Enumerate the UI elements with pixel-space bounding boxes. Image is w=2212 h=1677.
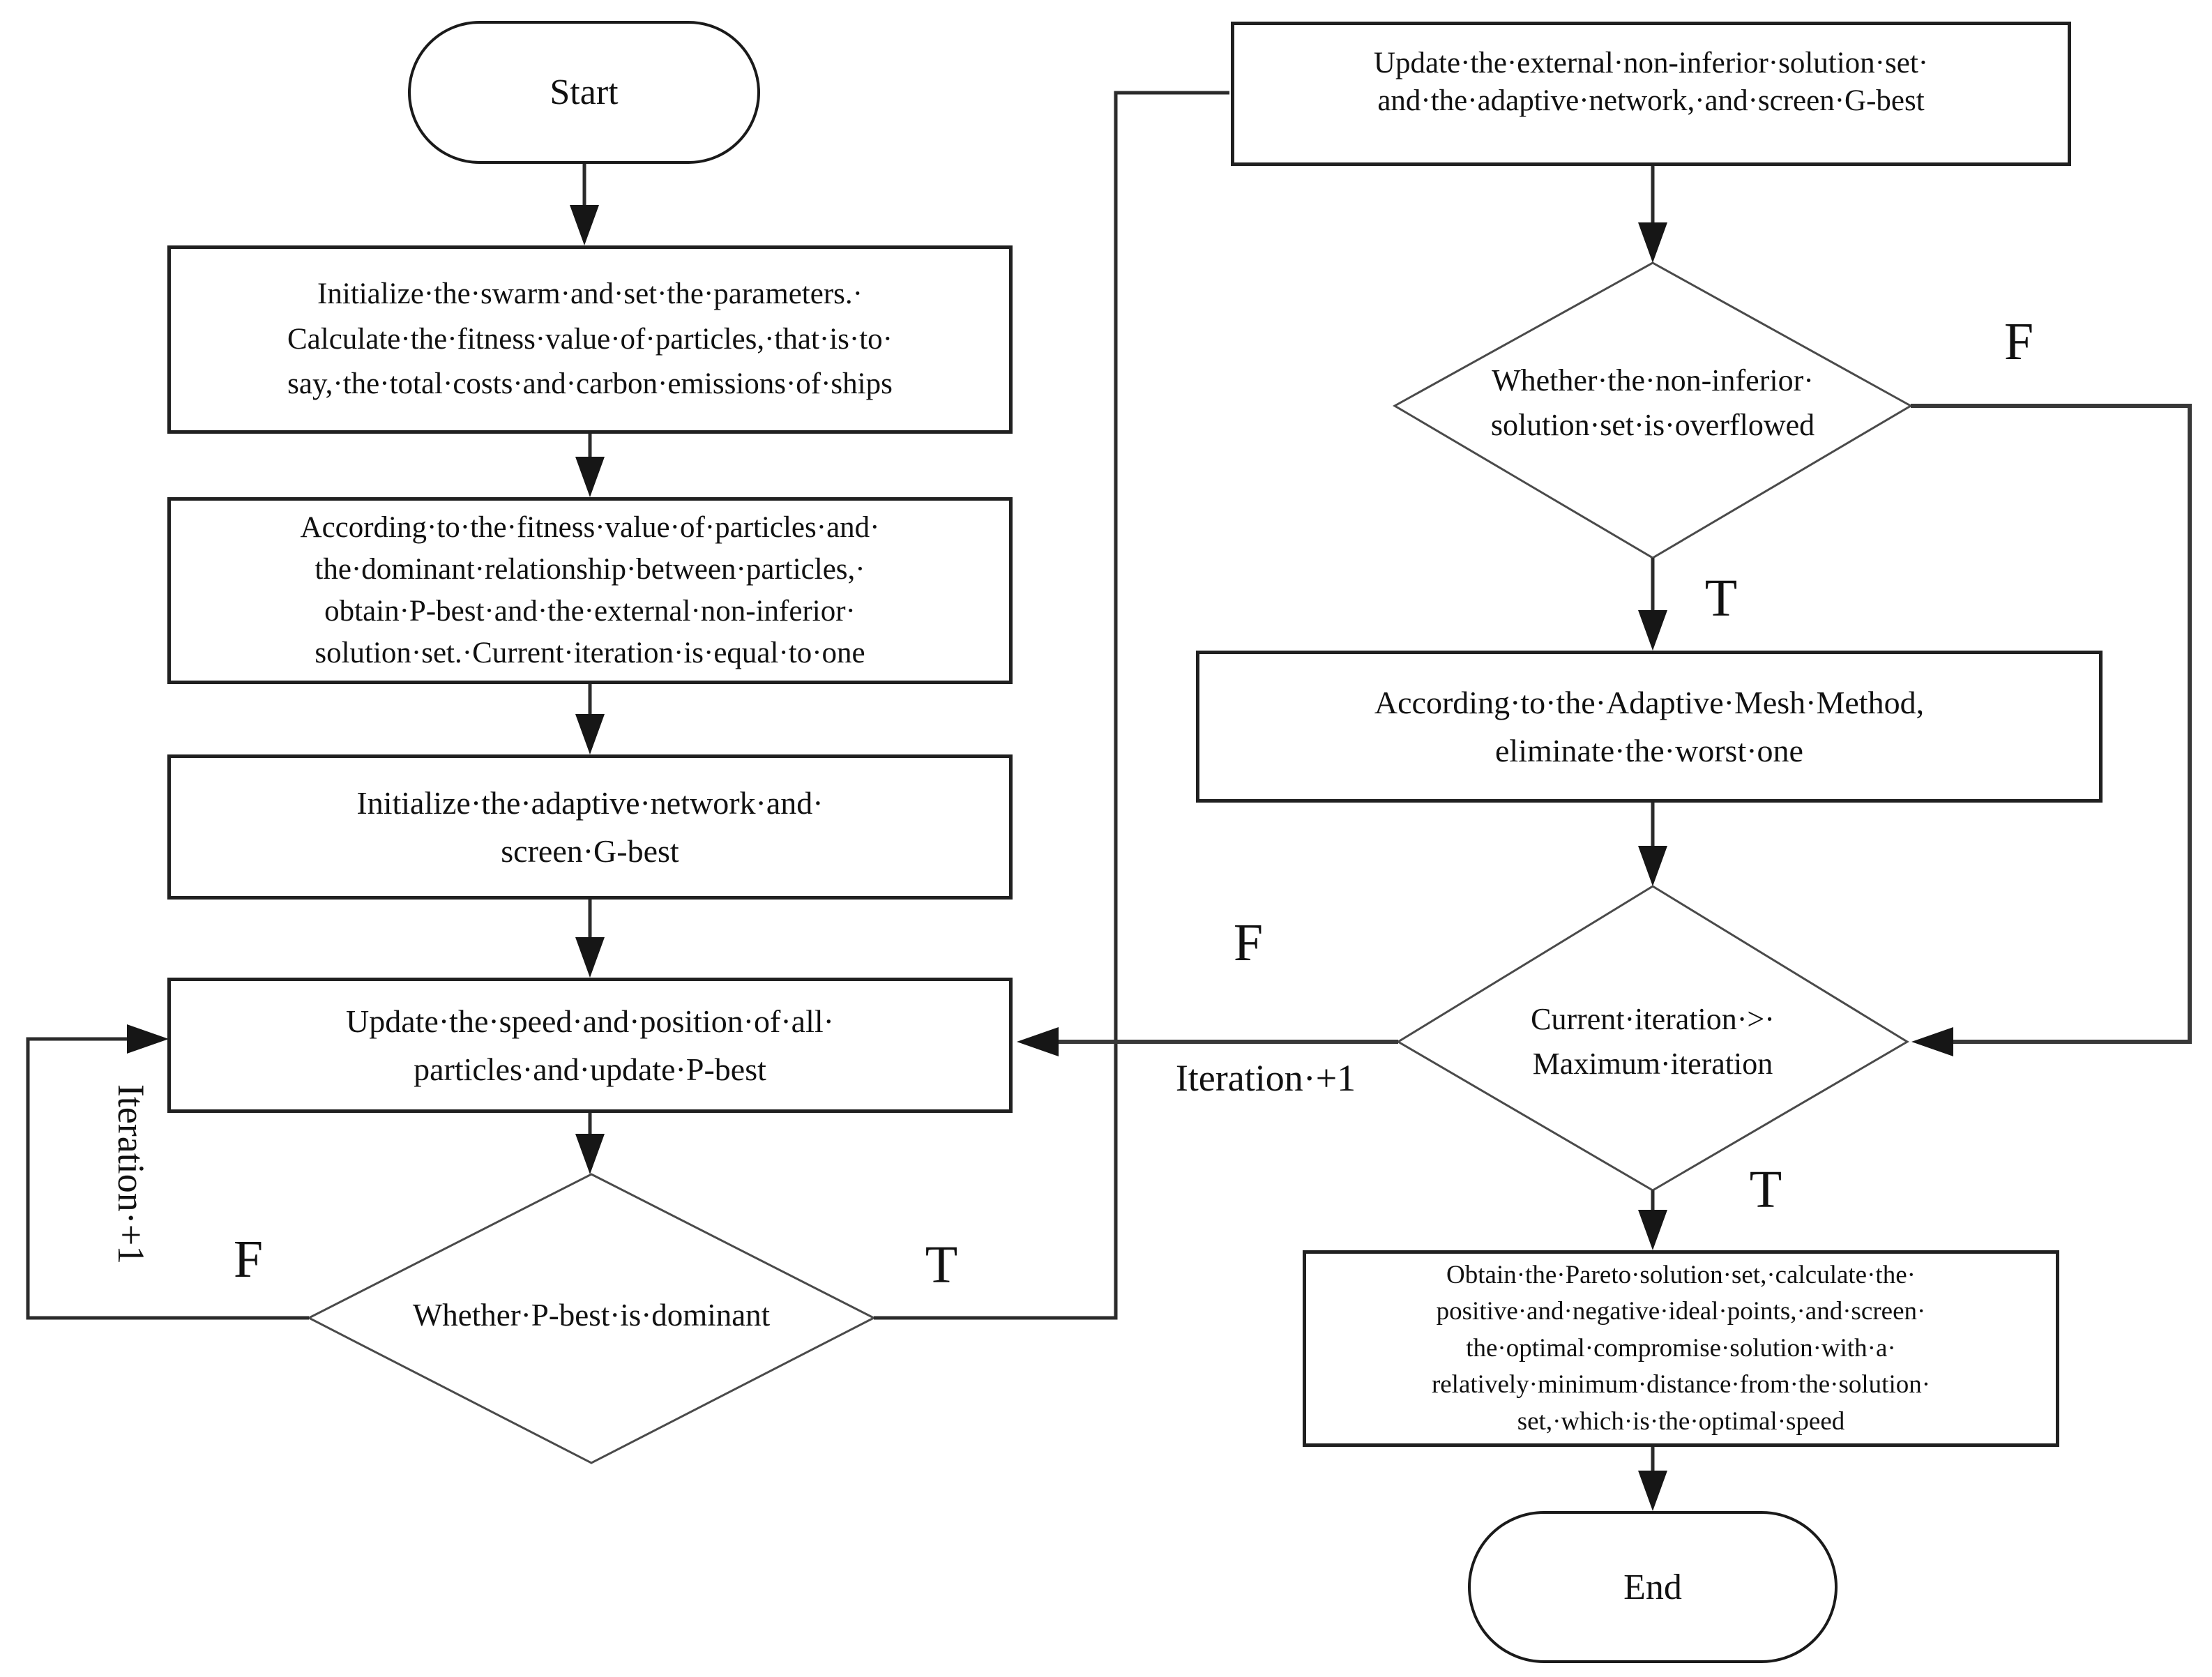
decision-max-iteration-label: Current·iteration·>· Maximum·iteration [1531,1002,1775,1081]
branch-label-pbest-false: F [233,1230,264,1289]
node-obtain-pareto: Obtain·the·Pareto·solution·set,·calculat… [1303,1250,2059,1447]
node-initialize-swarm: Initialize·the·swarm·and·set·the·paramet… [167,245,1013,434]
arrowhead-down-icon [570,205,599,245]
edge-label-iteration-increment-left: Iteration·+1 [110,1084,152,1265]
edge-label-iteration-increment-middle: Iteration·+1 [1175,1057,1356,1099]
branch-label-overflow-true: T [1704,569,1738,628]
node-end: End [1468,1511,1838,1663]
node-update-speed: Update·the·speed·and·position·of·all· pa… [167,978,1013,1113]
branch-label-maxiter-false: F [1233,913,1264,972]
arrowhead-down-icon [1638,1210,1667,1250]
node-adaptive-mesh: According·to·the·Adaptive·Mesh·Method, e… [1196,651,2103,803]
arrowhead-down-icon [575,1134,605,1174]
arrowhead-down-icon [575,714,605,754]
edge-pbest-false-loop [26,1037,309,1320]
edge-pbest-true [874,91,1229,1320]
branch-label-pbest-true: T [925,1236,958,1294]
decision-pbest-dominant-label: Whether·P-best·is·dominant [412,1298,771,1333]
branch-label-maxiter-true: T [1749,1160,1782,1219]
edge-overflow-false [1911,404,2192,1044]
branch-label-overflow-false: F [2003,312,2034,371]
arrowhead-down-icon [575,937,605,978]
arrowhead-down-icon [1638,846,1667,886]
node-start: Start [408,21,760,164]
arrowhead-down-icon [575,457,605,497]
node-update-external-set: Update·the·external·non-inferior·solutio… [1231,22,2071,166]
decision-overflow-label: Whether·the·non-inferior· solution·set·i… [1490,363,1815,442]
arrowhead-left-icon [1911,1027,1953,1056]
arrowhead-down-icon [1638,222,1667,263]
arrowhead-right-icon [127,1024,169,1054]
node-initialize-network: Initialize·the·adaptive·network·and· scr… [167,754,1013,900]
arrowhead-down-icon [1638,1471,1667,1511]
arrowhead-left-icon [1017,1027,1059,1056]
arrowhead-down-icon [1638,610,1667,651]
decision-pbest-dominant-shape [306,1173,877,1464]
node-obtain-pbest: According·to·the·fitness·value·of·partic… [167,497,1013,684]
